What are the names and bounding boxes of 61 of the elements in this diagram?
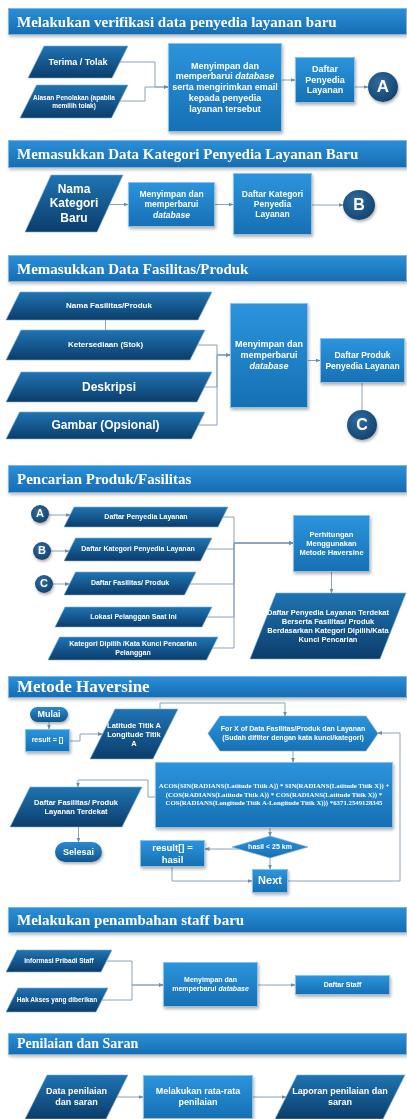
process-box: Daftar Penyedia Layanan	[295, 57, 355, 103]
data-parallelogram: Deskripsi	[6, 372, 212, 402]
section-header: Metode Haversine	[8, 676, 407, 698]
arrow	[116, 1095, 144, 1099]
arrow	[204, 847, 240, 851]
arrow	[214, 202, 234, 207]
arrow	[159, 702, 287, 717]
data-parallelogram: Nama Kategori Baru	[25, 175, 123, 232]
data-parallelogram: Data penilaian dan saran	[25, 1075, 128, 1119]
section-header: Memasukkan Data Fasilitas/Produk	[8, 255, 407, 282]
arrow	[109, 202, 129, 207]
arrow	[252, 1095, 287, 1099]
arrow	[171, 866, 253, 883]
arrow	[212, 541, 294, 649]
arrow	[48, 513, 71, 517]
process-box: Menyimpan dan memperbarui database	[128, 182, 215, 227]
arrow	[268, 827, 272, 837]
process-box: Daftar Produk Penyedia Layanan	[320, 338, 405, 383]
section-header: Melakukan penambahan staff baru	[8, 907, 407, 933]
data-parallelogram: Gambar (Opsional)	[6, 412, 205, 439]
section-header: Penilaian dan Saran	[8, 1033, 407, 1055]
arrow	[101, 983, 164, 1001]
arrow	[307, 358, 321, 363]
arrow	[52, 582, 70, 586]
data-parallelogram: Ketersediaan (Stok)	[6, 330, 205, 360]
connector-circle: A	[368, 72, 398, 102]
arrow	[119, 85, 169, 102]
arrow	[76, 826, 81, 843]
connector-line	[361, 382, 363, 411]
process-box: Menyimpan dan memperbarui database serta mengirimkan email kepada penyedia layanan tersebut	[168, 43, 282, 132]
process-box: Menyimpan dan memperbarui database	[230, 303, 308, 408]
arrow	[257, 983, 296, 987]
connector-circle: A	[31, 505, 49, 523]
connector-circle: B	[33, 542, 51, 560]
section-header: Pencarian Produk/Fasilitas	[8, 465, 407, 493]
terminator: Mulai	[30, 707, 68, 722]
arrow	[287, 731, 401, 882]
data-parallelogram: Laporan penilaian dan saran	[275, 1075, 405, 1119]
arrow	[76, 779, 156, 798]
section-header: Memasukkan Data Kategori Penyedia Layanan Baru	[8, 140, 407, 168]
connector-circle: C	[347, 410, 377, 440]
connector-circle: C	[35, 575, 53, 593]
arrow	[281, 78, 296, 82]
data-parallelogram: Terima / Tolak	[28, 46, 128, 78]
process-box: Next	[252, 869, 288, 893]
arrow	[291, 750, 295, 763]
process-box: result[] = hasil	[140, 840, 205, 867]
data-parallelogram: Nama Fasilitas/Produk	[6, 292, 212, 320]
connector-circle: B	[343, 190, 375, 220]
terminator: Selesai	[55, 842, 102, 862]
process-box: Melakukan rata-rata penilaian	[143, 1075, 253, 1119]
arrow	[198, 353, 231, 426]
arrow	[354, 85, 369, 89]
process-box: Daftar Kategori Penyedia Layanan	[233, 173, 312, 235]
arrow	[47, 721, 51, 730]
arrow	[69, 732, 103, 742]
arrow	[311, 203, 344, 207]
section-header: Melakukan verifikasi data penyedia layanan baru	[8, 8, 407, 35]
arrow	[268, 857, 272, 870]
arrow	[50, 549, 70, 553]
arrow	[329, 571, 334, 594]
